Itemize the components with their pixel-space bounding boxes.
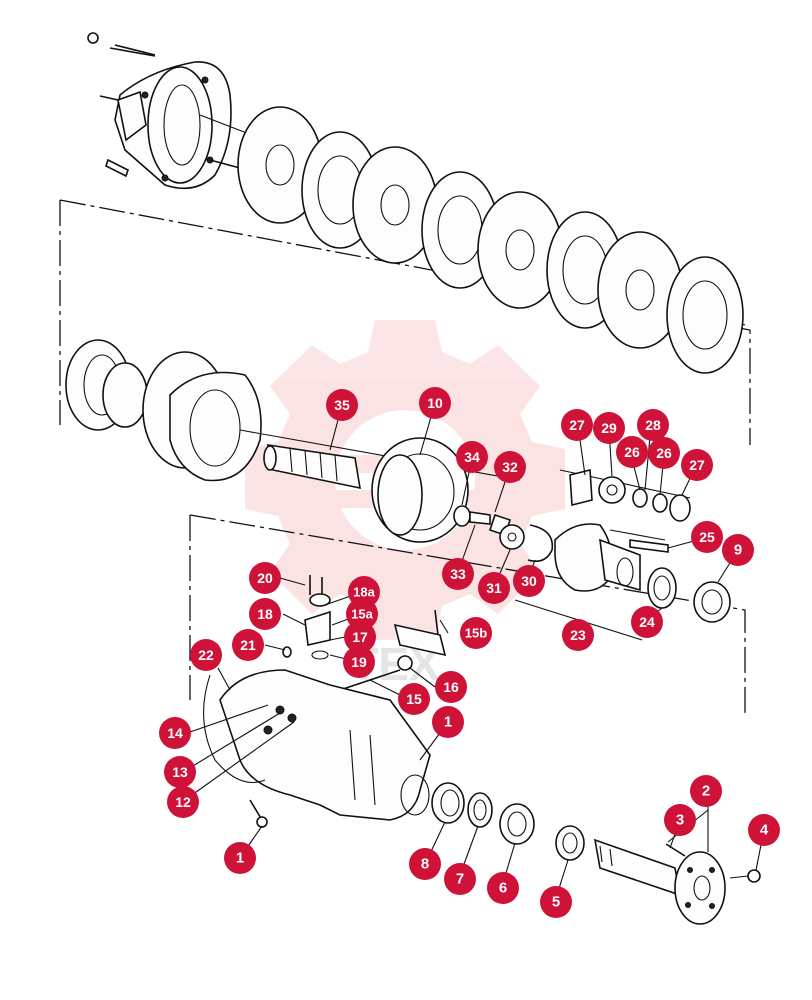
callout-2: 2 [690, 775, 722, 807]
callout-12: 12 [167, 786, 199, 818]
callout-15: 15 [398, 683, 430, 715]
svg-text:22: 22 [198, 647, 214, 663]
assembly-frame-upper [59, 199, 751, 445]
callout-9: 9 [722, 534, 754, 566]
callout-18: 18 [249, 598, 281, 630]
svg-text:31: 31 [486, 580, 502, 596]
svg-text:23: 23 [570, 627, 586, 643]
svg-text:5: 5 [552, 894, 560, 911]
svg-text:25: 25 [699, 529, 715, 545]
brake-housing-flange [87, 32, 746, 326]
svg-text:20: 20 [257, 570, 273, 586]
callout-29: 29 [593, 412, 625, 444]
callout-32: 32 [494, 451, 526, 483]
svg-text:16: 16 [443, 679, 459, 695]
svg-text:18a: 18a [353, 585, 375, 600]
callout-6: 6 [487, 872, 519, 904]
callout-15b: 15b [460, 617, 492, 649]
svg-text:26: 26 [656, 445, 672, 461]
callout-13: 13 [164, 756, 196, 788]
planet-gear-group [559, 468, 691, 522]
axle-housing [203, 669, 431, 828]
planet-pin-parts [453, 505, 554, 563]
callout-19: 19 [343, 646, 375, 678]
svg-text:1: 1 [236, 850, 244, 867]
svg-text:33: 33 [450, 566, 466, 582]
brake-piston-assembly [65, 339, 521, 482]
svg-text:27: 27 [569, 417, 585, 433]
callout-28: 28 [637, 409, 669, 441]
svg-text:1: 1 [444, 714, 452, 731]
callout-27-left: 27 [561, 409, 593, 441]
svg-text:4: 4 [760, 822, 769, 839]
callout-27-right: 27 [681, 449, 713, 481]
callout-14: 14 [159, 717, 191, 749]
callout-20: 20 [249, 562, 281, 594]
callout-33: 33 [442, 558, 474, 590]
svg-text:21: 21 [240, 637, 256, 653]
ring-gear [371, 437, 469, 543]
svg-text:28: 28 [645, 417, 661, 433]
svg-text:3: 3 [676, 812, 684, 829]
svg-text:15: 15 [406, 691, 422, 707]
svg-text:32: 32 [502, 459, 518, 475]
callout-18a: 18a [348, 576, 380, 608]
svg-text:24: 24 [639, 614, 655, 630]
svg-text:17: 17 [352, 629, 368, 645]
svg-text:29: 29 [601, 420, 617, 436]
svg-text:27: 27 [689, 457, 705, 473]
callout-5: 5 [540, 886, 572, 918]
callout-34: 34 [456, 441, 488, 473]
planet-carrier [554, 523, 731, 623]
axle-bearings [431, 782, 585, 861]
splined-shaft [263, 444, 361, 490]
callout-26-left: 26 [616, 436, 648, 468]
callout-35: 35 [326, 389, 358, 421]
callout-3: 3 [664, 804, 696, 836]
callout-16: 16 [435, 671, 467, 703]
svg-text:34: 34 [464, 449, 480, 465]
callout-22: 22 [190, 639, 222, 671]
svg-text:10: 10 [427, 395, 443, 411]
callout-1-housing: 1 [432, 706, 464, 738]
callout-17: 17 [344, 621, 376, 653]
svg-text:26: 26 [624, 444, 640, 460]
assembly-frame-middle [189, 514, 746, 715]
svg-text:30: 30 [521, 573, 537, 589]
callout-24: 24 [631, 606, 663, 638]
callout-8: 8 [409, 848, 441, 880]
svg-text:2: 2 [702, 783, 710, 800]
callout-25: 25 [691, 521, 723, 553]
callout-23: 23 [562, 619, 594, 651]
svg-text:15b: 15b [465, 626, 487, 641]
svg-text:8: 8 [421, 856, 429, 873]
svg-text:35: 35 [334, 397, 350, 413]
callout-26-right: 26 [648, 437, 680, 469]
valve-parts [282, 575, 447, 691]
svg-text:15a: 15a [351, 607, 373, 622]
callout-7: 7 [444, 863, 476, 895]
svg-text:13: 13 [172, 764, 188, 780]
svg-text:9: 9 [734, 542, 742, 559]
svg-text:12: 12 [175, 794, 191, 810]
callout-4: 4 [748, 814, 780, 846]
svg-text:19: 19 [351, 654, 367, 670]
svg-text:7: 7 [456, 871, 464, 888]
svg-text:18: 18 [257, 606, 273, 622]
svg-text:14: 14 [167, 725, 183, 741]
callout-30: 30 [513, 565, 545, 597]
callout-21: 21 [232, 629, 264, 661]
axle-shaft [593, 838, 761, 925]
callout-1-bolt: 1 [224, 842, 256, 874]
callout-10: 10 [419, 387, 451, 419]
svg-text:6: 6 [499, 880, 507, 897]
callout-31: 31 [478, 572, 510, 604]
brake-disc-stack [237, 106, 744, 374]
